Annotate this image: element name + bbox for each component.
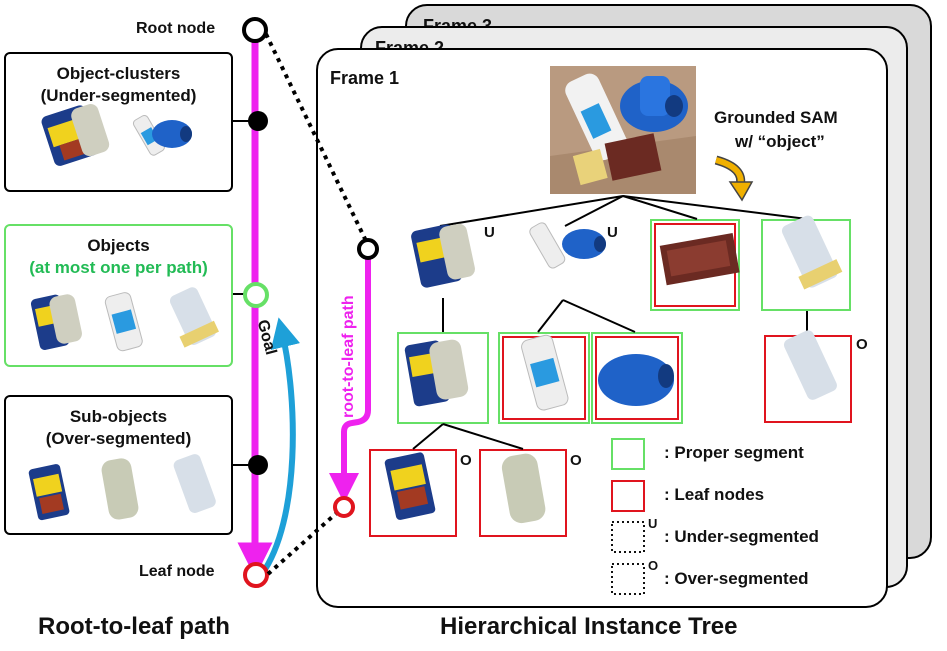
tree-path-label: root-to-leaf path — [340, 295, 357, 418]
grounded-sam-line2: w/ “object” — [735, 132, 825, 151]
tree-bottle-icon — [521, 334, 569, 411]
mark-o-can-part2: O — [570, 452, 582, 469]
legend-over-swatch — [611, 563, 645, 595]
object-clusters-box: Object-clusters (Under-segmented) — [4, 52, 233, 192]
sub-objects-subtitle: (Over-segmented) — [45, 429, 192, 448]
tree-can-part1-icon — [384, 452, 436, 520]
tree-can-cluster-icon — [411, 223, 475, 288]
tree-leaf-node — [333, 496, 355, 518]
subobject-node-dot — [248, 455, 268, 475]
tree-root-node — [357, 238, 379, 260]
legend-under-swatch — [611, 521, 645, 553]
frame1-label: Frame 1 — [330, 68, 400, 88]
legend-proper-label: : Proper segment — [664, 443, 804, 462]
bottle-icon-objects — [104, 292, 143, 352]
leaf-dotted-connector — [266, 508, 342, 576]
root-node-circle — [242, 17, 268, 43]
can-part2-icon-sub — [101, 458, 139, 520]
sub-objects-title: Sub-objects — [69, 407, 168, 426]
tree-can-part2-icon — [501, 453, 546, 524]
legend-under-label: : Under-segmented — [664, 527, 819, 546]
segment-box-pitcher — [591, 332, 683, 424]
leaf-node-circle — [243, 562, 269, 588]
root-node-label: Root node — [136, 20, 216, 37]
sam-arrow — [714, 155, 754, 202]
left-caption: Root-to-leaf path — [38, 613, 230, 640]
segment-box-can-part1 — [369, 449, 457, 537]
can-icon-clusters — [41, 104, 110, 166]
legend-leaf-swatch — [611, 480, 645, 512]
can-icon-objects — [30, 294, 82, 350]
tree-pitcher-icon — [598, 354, 674, 406]
tree-caption: Hierarchical Instance Tree — [440, 613, 738, 640]
mark-o-soap: O — [856, 336, 868, 353]
pitcher-icon-clusters — [152, 120, 192, 148]
root-dotted-connector — [264, 33, 370, 246]
soap-icon-objects — [169, 287, 219, 348]
input-photo — [550, 66, 696, 194]
can-part1-icon-sub — [28, 464, 70, 521]
segment-box-can-level2 — [397, 332, 489, 424]
cluster-node-dot — [248, 111, 268, 131]
legend-leaf-label: : Leaf nodes — [664, 485, 765, 504]
soap-icon-sub — [173, 454, 216, 513]
objects-subtitle: (at most one per path) — [29, 258, 208, 277]
objects-title: Objects — [87, 236, 150, 255]
object-clusters-title: Object-clusters — [56, 64, 181, 83]
tree-bottle-pitcher-icon — [529, 222, 606, 269]
leaf-node-label: Leaf node — [139, 563, 215, 580]
mark-u-bottle-cluster: U — [607, 224, 618, 241]
legend-proper-swatch — [611, 438, 645, 470]
grounded-sam-line1: Grounded SAM — [714, 108, 838, 127]
tree-soap-icon — [781, 215, 843, 290]
mark-o-can-part1: O — [460, 452, 472, 469]
legend-under-mark: U — [648, 516, 658, 531]
goal-arrow — [259, 317, 301, 576]
legend-over-label: : Over-segmented — [664, 569, 809, 588]
tree-soap-leaf-icon — [783, 330, 837, 400]
tree-path-arrow — [329, 254, 371, 503]
tree-red-box-icon — [659, 232, 740, 286]
segment-box-can-part2 — [479, 449, 567, 537]
tree-edges — [412, 195, 808, 450]
object-clusters-subtitle: (Under-segmented) — [40, 86, 197, 105]
object-node-circle — [243, 282, 269, 308]
tree-can-icon — [404, 339, 469, 407]
legend-over-mark: O — [648, 558, 659, 573]
mark-u-can-cluster: U — [484, 224, 495, 241]
